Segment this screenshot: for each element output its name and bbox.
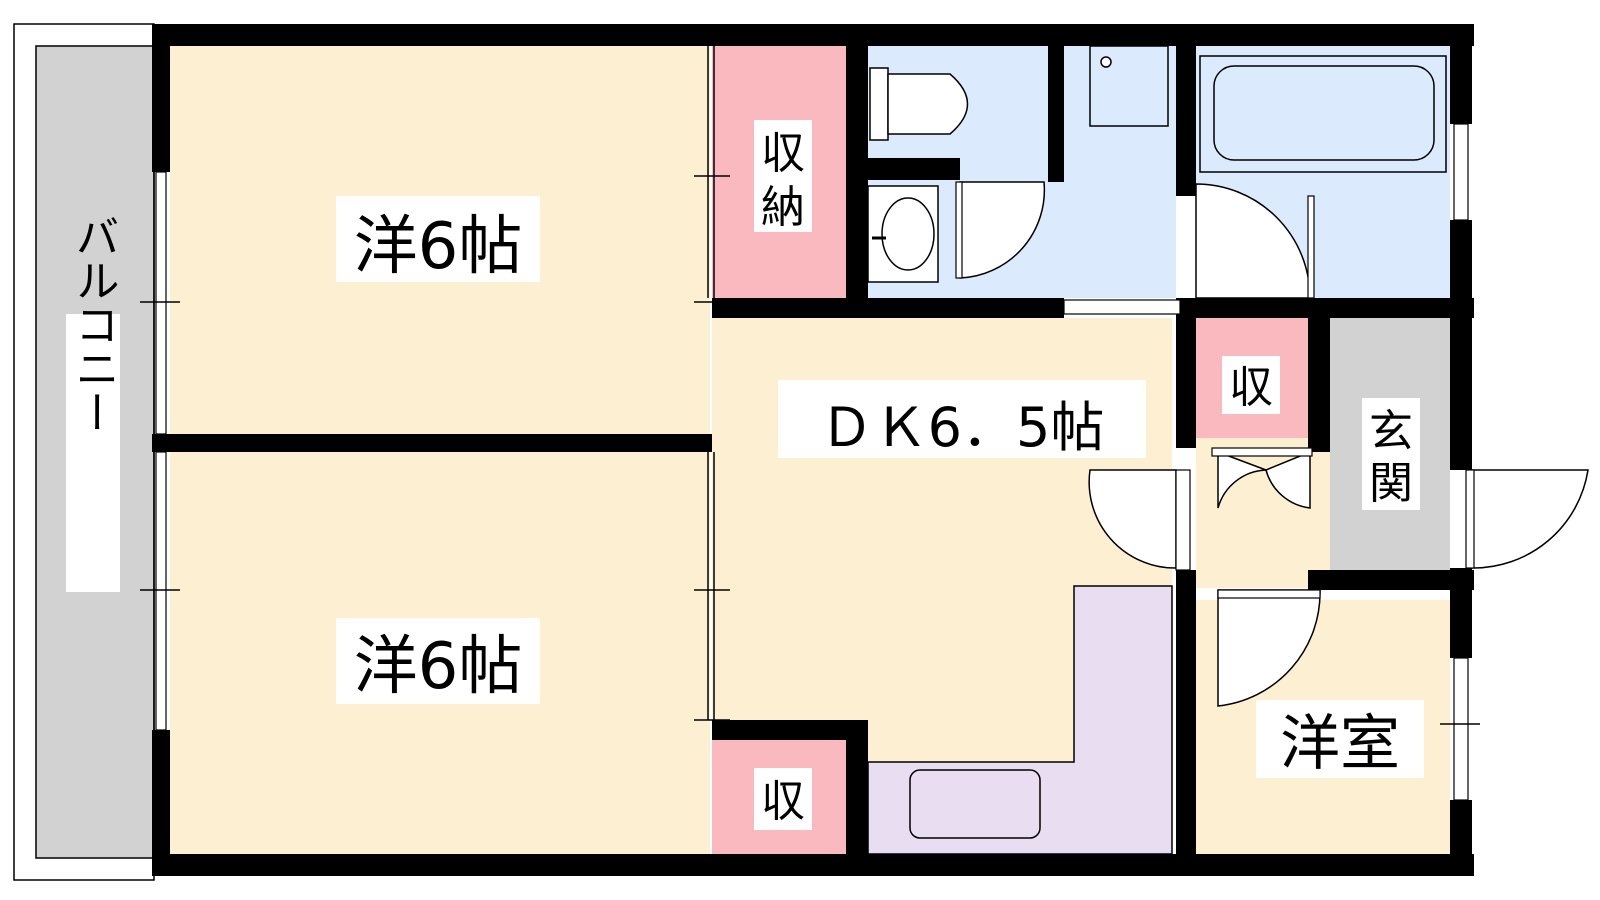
wall-hall-left-lower [1176, 570, 1196, 876]
wall-hall-left-upper [1176, 298, 1196, 448]
wall-right-mid2 [1450, 568, 1472, 658]
label-bg-storage-bottom [754, 768, 812, 830]
label-bg-western-small [1256, 700, 1424, 778]
label-bg-western-top [336, 196, 540, 282]
room-label-western-top: 洋6帖 [354, 210, 523, 284]
window-western-small [1453, 657, 1469, 801]
room-label-western-small: 洋室 [1280, 709, 1400, 779]
wall-between-western-rooms [152, 434, 712, 452]
wall-toilet-right [1048, 46, 1064, 182]
wall-storage-top-right [846, 46, 868, 318]
window-left-upper [155, 171, 167, 435]
wall-under-storage-top [712, 298, 1064, 318]
wall-storage-bottom-right [846, 720, 868, 876]
door-bath-leaf [1307, 195, 1315, 299]
wall-right-upper [1450, 24, 1472, 124]
window-left-lower [155, 451, 167, 731]
room-label-balcony: バルコニー [68, 214, 119, 434]
wall-storage-right-side [1308, 318, 1330, 452]
door-entrance-leaf [1465, 469, 1475, 569]
sink-icon [909, 769, 1041, 839]
opening-wash [1063, 299, 1181, 315]
window-bath [1453, 123, 1469, 221]
washing-machine-icon [1089, 45, 1169, 127]
room-label-storage-top-2: 納 [761, 182, 805, 233]
door-dk [1088, 469, 1177, 569]
wall-entrance-bottom [1308, 570, 1474, 590]
wall-left-upper [152, 24, 170, 172]
door-toilet [959, 181, 1046, 279]
room-label-storage-top-1: 収 [761, 128, 805, 179]
room-label-entrance-1: 玄 [1369, 406, 1413, 457]
door-dk-leaf [1175, 469, 1191, 571]
label-bg-dk [778, 380, 1146, 458]
wall-top [152, 24, 1474, 46]
label-bg-entrance [1362, 398, 1420, 510]
wall-right-lower [1450, 800, 1472, 876]
door-entrance [1471, 469, 1589, 569]
wall-right-mid1 [1450, 220, 1472, 470]
room-label-western-bottom: 洋6帖 [354, 630, 523, 704]
room-label-storage-right: 収 [1229, 362, 1273, 413]
door-western-small-leaf [1217, 589, 1321, 599]
door-western-small [1217, 589, 1321, 707]
washbasin-icon [867, 185, 939, 283]
wall-toilet-bottom [846, 158, 960, 180]
wall-storage-bottom-top [712, 720, 868, 740]
wall-wash-bath [1176, 46, 1196, 196]
label-bg-storage-right [1222, 356, 1280, 414]
door-storage-right-frame [1211, 447, 1313, 457]
wall-left-lower [152, 730, 170, 876]
door-toilet-leaf [955, 181, 963, 279]
bathtub-icon [1199, 55, 1447, 173]
label-bg-balcony [66, 314, 120, 592]
room-label-storage-bottom: 収 [761, 776, 805, 827]
toilet-icon [869, 67, 969, 141]
label-bg-storage-top [754, 120, 812, 232]
room-label-dining-kitchen: ＤＫ6．5帖 [820, 396, 1105, 459]
wall-under-wash [1180, 298, 1474, 318]
label-bg-western-bottom [336, 618, 540, 704]
door-storage-right-2 [1265, 450, 1311, 509]
door-storage-right [1217, 450, 1267, 509]
room-label-entrance-2: 関 [1369, 458, 1413, 509]
wall-bottom [152, 854, 1474, 876]
